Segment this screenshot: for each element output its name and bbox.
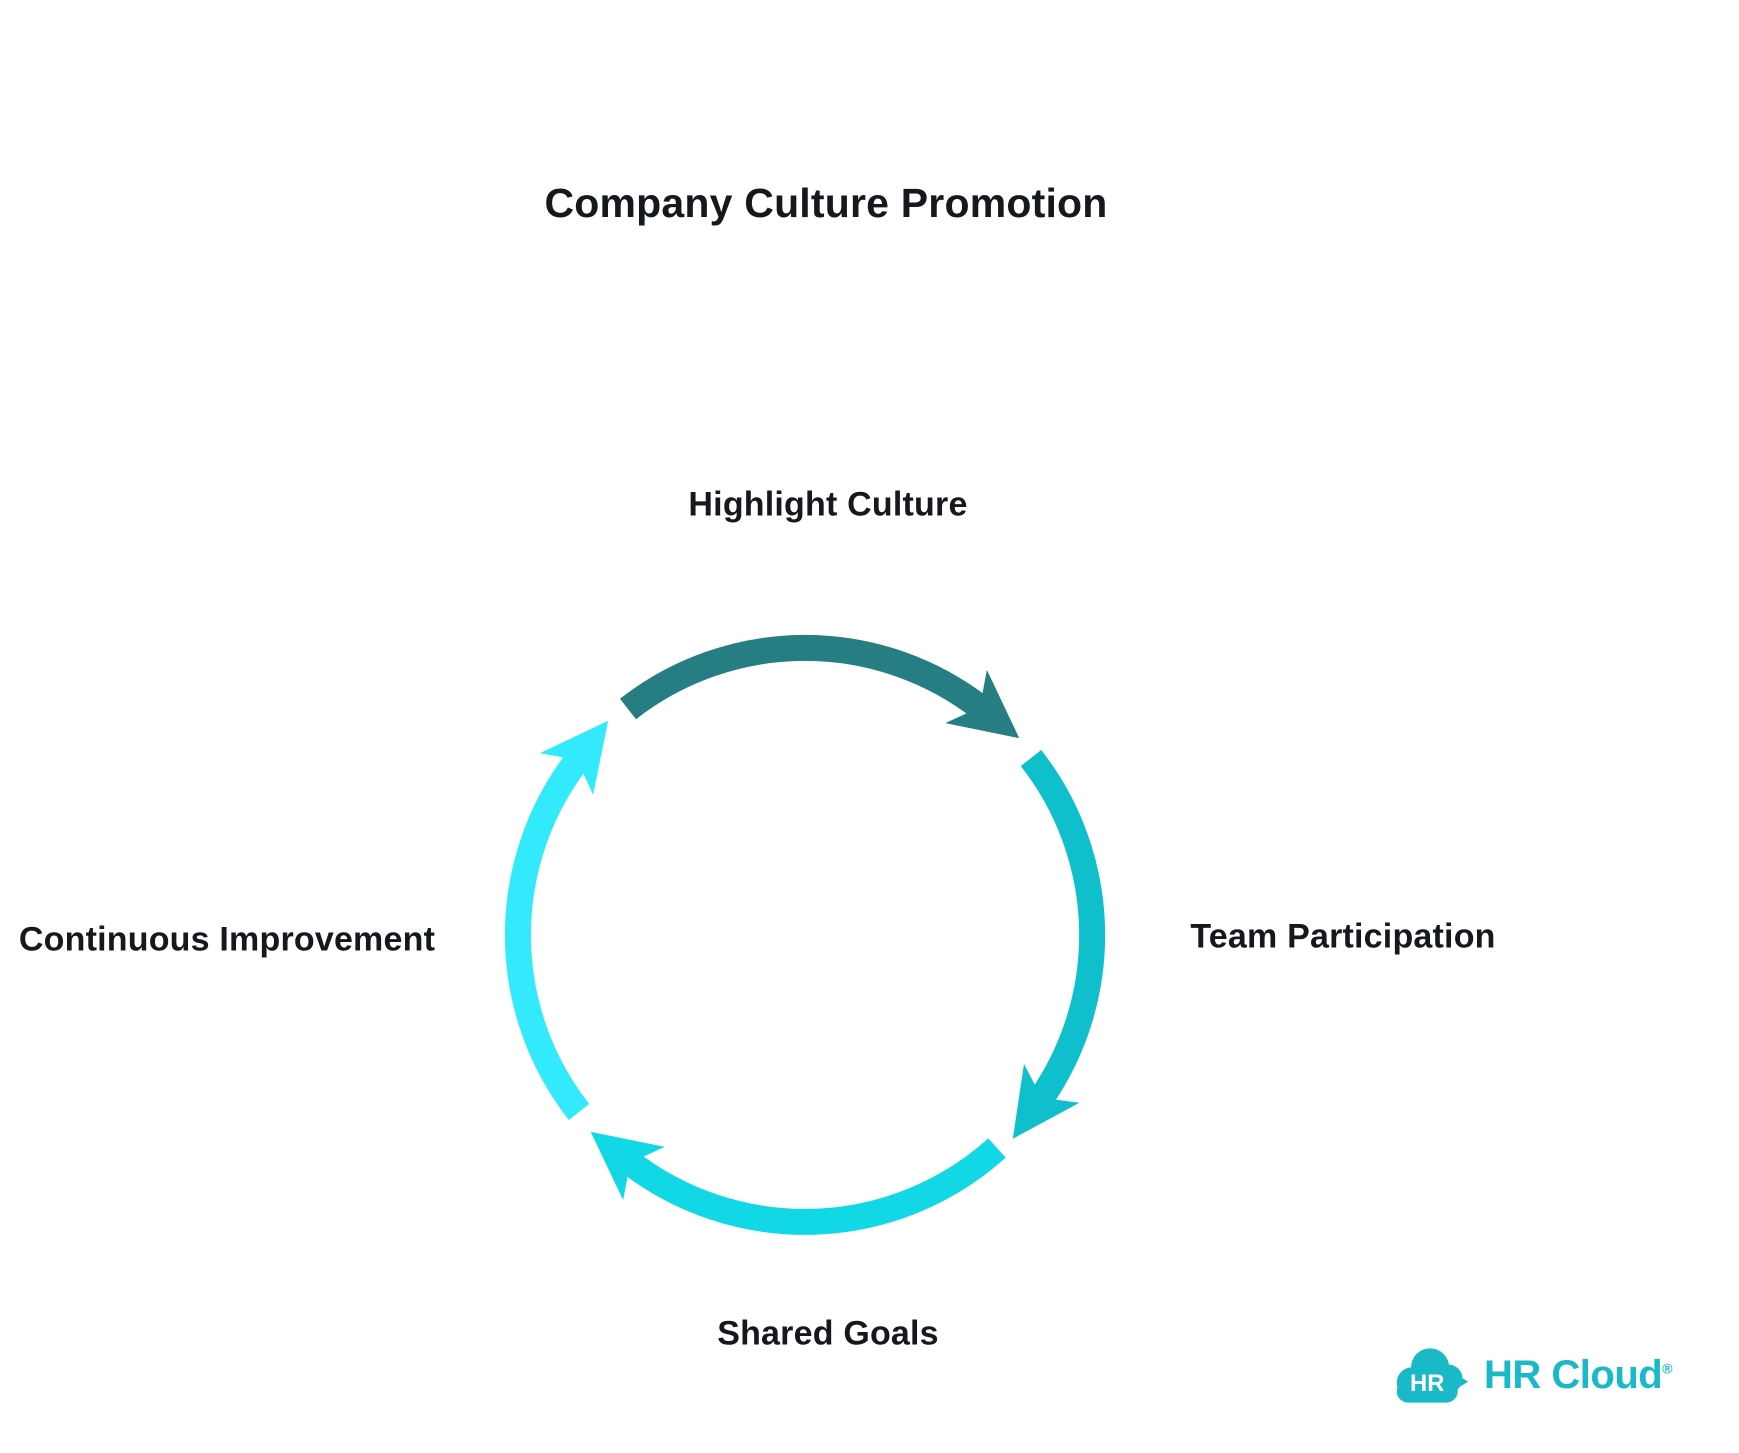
cycle-arc-top <box>619 634 1020 739</box>
cycle-arc-bottom <box>590 1131 1006 1235</box>
hr-cloud-wordmark-text: HR Cloud <box>1484 1353 1663 1397</box>
hr-monogram: HR <box>1410 1370 1444 1397</box>
hr-cloud-wordmark: HR Cloud® <box>1484 1353 1673 1397</box>
registered-trademark-symbol: ® <box>1662 1360 1673 1377</box>
cycle-arc-right <box>1012 749 1106 1139</box>
cycle-label-continuous-improvement: Continuous Improvement <box>18 920 436 959</box>
cycle-label-highlight-culture: Highlight Culture <box>688 485 968 524</box>
cycle-label-team-participation: Team Participation <box>1190 917 1496 956</box>
diagram-title: Company Culture Promotion <box>544 180 1108 226</box>
hr-cloud-logo: HR HR Cloud® <box>1392 1344 1673 1406</box>
cycle-label-shared-goals: Shared Goals <box>717 1314 939 1353</box>
hr-cloud-icon: HR <box>1396 1348 1469 1403</box>
cycle-arc-left <box>504 720 609 1121</box>
